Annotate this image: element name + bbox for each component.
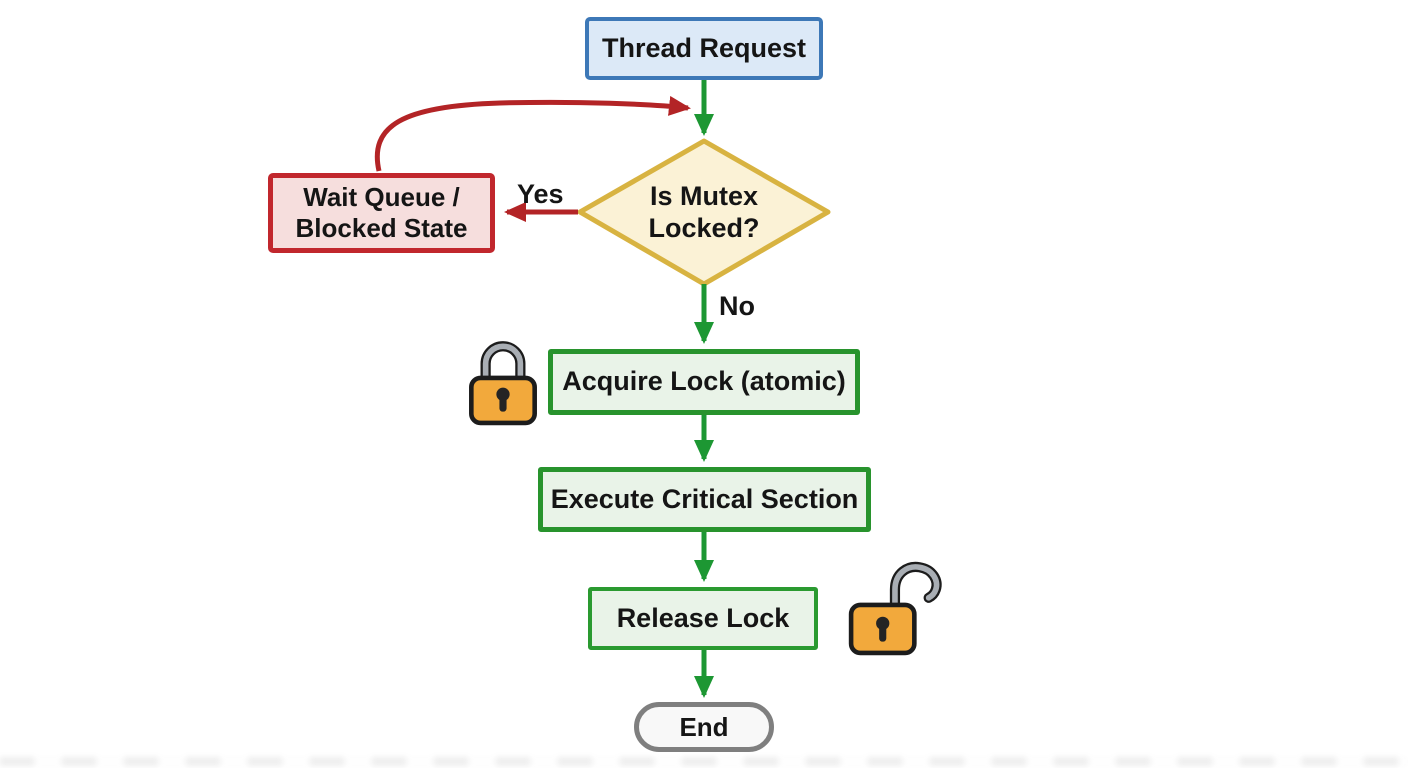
closed-padlock-svg	[469, 341, 537, 426]
node-end: End	[634, 702, 774, 752]
node-release-lock: Release Lock	[588, 587, 818, 650]
edge-label-no: No	[719, 291, 755, 321]
node-release-lock-label: Release Lock	[616, 602, 790, 633]
decision-label-line1: Is Mutex	[649, 181, 759, 212]
node-execute-critical-section: Execute Critical Section	[538, 467, 871, 532]
node-thread-request-label: Thread Request	[601, 32, 807, 63]
edge-label-yes: Yes	[517, 179, 564, 209]
open-padlock-svg	[848, 561, 942, 656]
node-acquire-lock-label: Acquire Lock (atomic)	[562, 366, 846, 397]
node-acquire-lock: Acquire Lock (atomic)	[548, 349, 860, 415]
closed-padlock-icon	[466, 333, 540, 427]
bottom-artifact-strip	[0, 757, 1408, 766]
decision-label-line2: Locked?	[648, 213, 760, 243]
node-thread-request: Thread Request	[585, 17, 823, 80]
node-is-mutex-locked: Is Mutex Locked?	[594, 178, 814, 248]
open-padlock-icon	[846, 556, 948, 658]
wait-queue-label-line2: Blocked State	[295, 213, 468, 243]
node-execute-critical-section-label: Execute Critical Section	[550, 483, 859, 514]
node-wait-queue: Wait Queue / Blocked State	[268, 173, 495, 253]
node-end-label: End	[679, 711, 729, 742]
wait-queue-label-line1: Wait Queue /	[303, 182, 460, 213]
edge-loopback-arrow	[374, 95, 691, 172]
